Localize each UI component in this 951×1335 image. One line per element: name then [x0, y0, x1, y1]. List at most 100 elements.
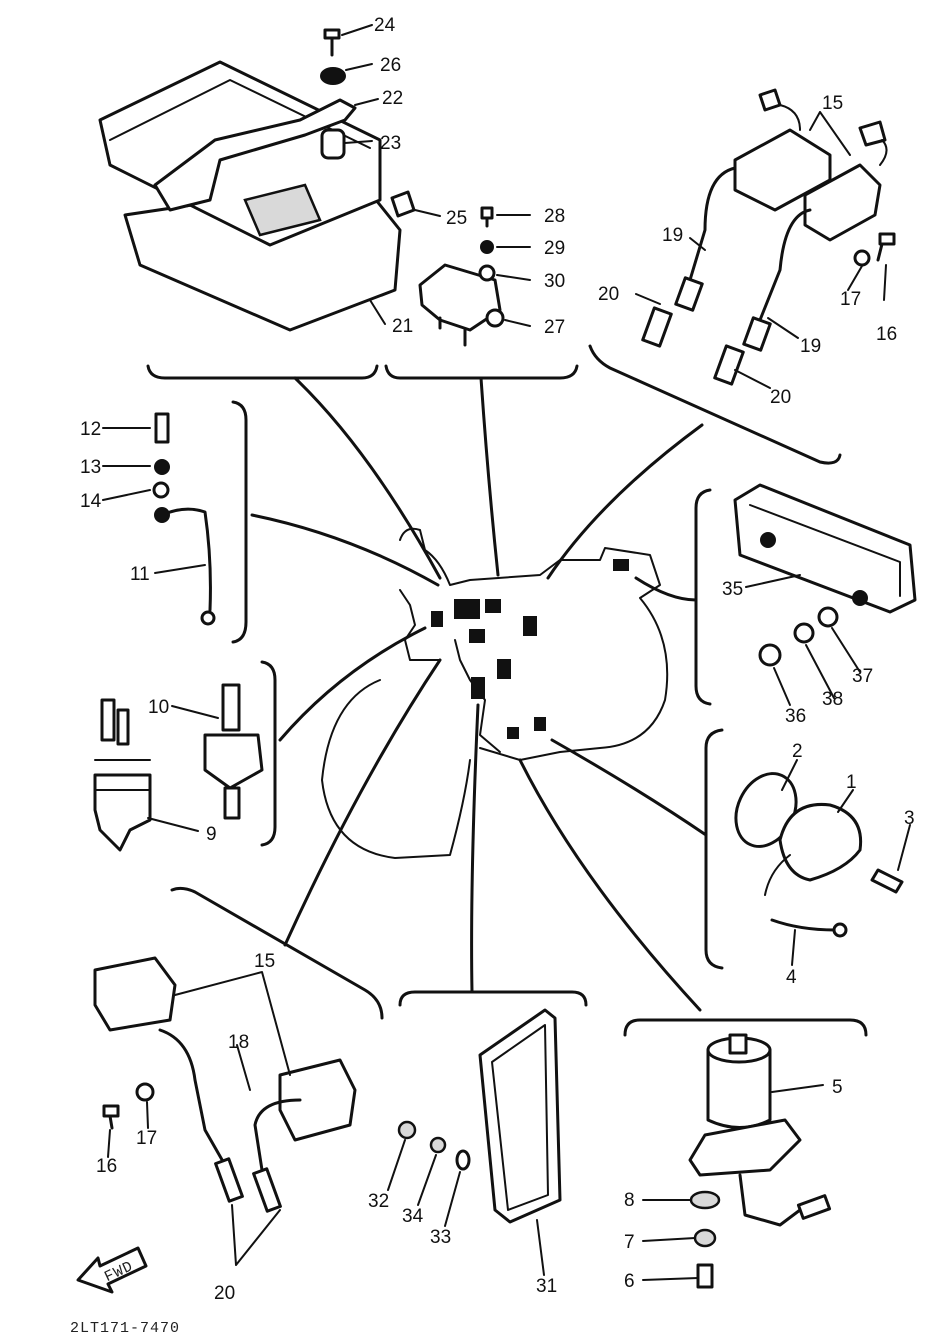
nut-part-38 [793, 622, 815, 644]
callout-labels: 24 26 22 23 25 21 28 29 30 27 15 19 20 1… [80, 15, 915, 1304]
figure-code: 2LT171-7470 [70, 1320, 180, 1335]
leader-lines [102, 24, 911, 1281]
callout-18: 18 [228, 1032, 249, 1053]
nut-part-32 [397, 1120, 417, 1140]
callout-5: 5 [832, 1077, 843, 1098]
bolt-part-6 [696, 1263, 714, 1289]
callout-3: 3 [904, 808, 915, 829]
callout-7: 7 [624, 1232, 635, 1253]
mount-point [485, 599, 501, 613]
callout-22: 22 [382, 88, 403, 109]
nut-part-29 [480, 240, 494, 254]
washer-part-17b [135, 1082, 155, 1102]
callout-12: 12 [80, 419, 101, 440]
fwd-arrow-icon: FWD [76, 1246, 148, 1294]
mount-point [523, 616, 537, 636]
callout-29: 29 [544, 238, 565, 259]
callout-17-bottom: 17 [136, 1128, 157, 1149]
callout-6: 6 [624, 1271, 635, 1292]
callout-16-top: 16 [876, 324, 897, 345]
mount-point [613, 559, 629, 571]
callout-20-top-right: 20 [770, 387, 791, 408]
callout-33: 33 [430, 1227, 451, 1248]
callout-30: 30 [544, 271, 565, 292]
nut-part-34 [429, 1136, 447, 1154]
mount-point [497, 659, 511, 679]
nut-part-36 [758, 643, 782, 667]
switch-parts [93, 683, 264, 852]
reflector-part-31 [397, 1008, 562, 1224]
bolt-part-12 [154, 412, 170, 444]
bolt-part-16b [102, 1104, 120, 1118]
mount-point [431, 611, 443, 627]
screw-part-3 [870, 868, 904, 894]
callout-17-top: 17 [840, 289, 861, 310]
callout-14: 14 [80, 491, 102, 512]
ignition-coils-top [641, 88, 896, 386]
callout-38: 38 [822, 689, 843, 710]
bolt-part-16 [878, 232, 896, 246]
callout-1: 1 [846, 772, 857, 793]
group-brackets [146, 344, 868, 1037]
mount-point [454, 599, 480, 619]
ground-lead-group [152, 412, 216, 626]
callout-10: 10 [148, 697, 169, 718]
callout-24: 24 [374, 15, 396, 36]
washer-part-30 [478, 264, 496, 282]
callout-26: 26 [380, 55, 401, 76]
mount-point [534, 717, 546, 731]
sensor-parts [734, 772, 904, 938]
callout-23: 23 [380, 133, 401, 154]
nut-part-26 [320, 67, 346, 85]
mount-point [507, 727, 519, 739]
callout-4: 4 [786, 967, 797, 988]
callout-34: 34 [402, 1206, 424, 1227]
callout-8: 8 [624, 1190, 635, 1211]
frame-silhouette [321, 527, 669, 859]
connector-lines [250, 376, 708, 1012]
callout-2: 2 [792, 741, 803, 762]
callout-20-top-left: 20 [598, 284, 619, 305]
callout-35: 35 [722, 579, 743, 600]
washer-part-17 [853, 249, 871, 267]
collar-part-7 [693, 1228, 717, 1248]
collar-part-23 [320, 128, 346, 160]
callout-37: 37 [852, 666, 873, 687]
clip-part-25 [390, 190, 416, 218]
callout-27: 27 [544, 317, 565, 338]
mount-point [469, 629, 485, 643]
gasket-part-8 [689, 1190, 721, 1210]
fuel-pump-part-5 [688, 1033, 832, 1289]
nut-part-37 [817, 606, 839, 628]
mount-point [471, 677, 485, 699]
callout-16-bottom: 16 [96, 1156, 117, 1177]
callout-28: 28 [544, 206, 565, 227]
ignition-coils-bottom [93, 956, 357, 1213]
relay-part-27 [418, 206, 505, 347]
callout-15-top: 15 [822, 93, 843, 114]
callout-19-top-left: 19 [662, 225, 683, 246]
nut-part-13 [154, 459, 170, 475]
callout-31: 31 [536, 1276, 557, 1297]
lead-part-4 [832, 922, 848, 938]
callout-11: 11 [130, 564, 150, 585]
callout-13: 13 [80, 457, 101, 478]
callout-19-top-right: 19 [800, 336, 821, 357]
callout-25: 25 [446, 208, 467, 229]
control-unit-part-21 [98, 60, 402, 332]
callout-9: 9 [206, 824, 217, 845]
switch-part-10 [203, 733, 264, 790]
callout-32: 32 [368, 1191, 389, 1212]
callout-15-bottom: 15 [254, 951, 275, 972]
washer-part-14 [152, 481, 170, 499]
sensor-part-1 [778, 802, 863, 882]
reflector-part-35 [733, 483, 917, 667]
callout-20-bottom: 20 [214, 1283, 235, 1304]
callout-21: 21 [392, 316, 413, 337]
bracket-hardware-parts [320, 28, 416, 218]
switch-part-9 [93, 773, 152, 852]
callout-36: 36 [785, 706, 806, 727]
washer-part-33 [455, 1149, 471, 1171]
